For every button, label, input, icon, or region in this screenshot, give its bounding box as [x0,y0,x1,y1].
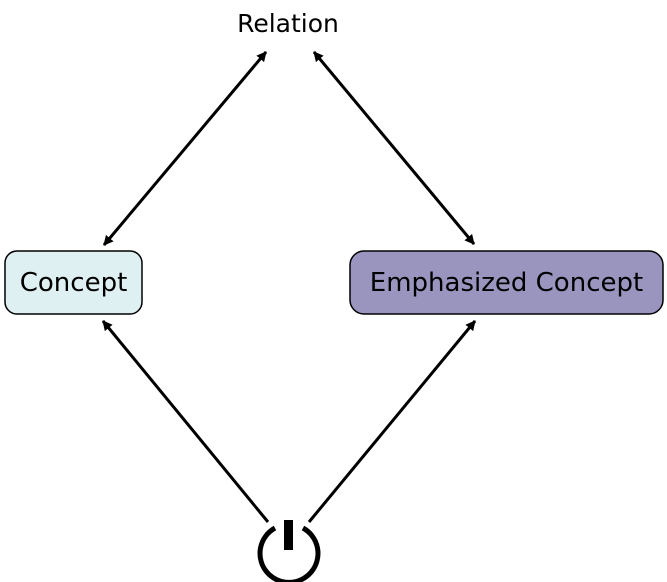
edge-emphasized-relation [312,51,476,245]
concept-node [4,250,143,315]
emphasized-concept-label: Emphasized Concept [369,267,644,298]
emphasized-concept-node [349,250,664,315]
edge-concept-relation [102,51,268,246]
edge-root-concept [101,320,270,523]
edge-root-emphasized [307,320,477,523]
relation-label: Relation [237,8,339,38]
concept-label: Concept [19,267,128,298]
power-symbol-icon [257,520,321,582]
